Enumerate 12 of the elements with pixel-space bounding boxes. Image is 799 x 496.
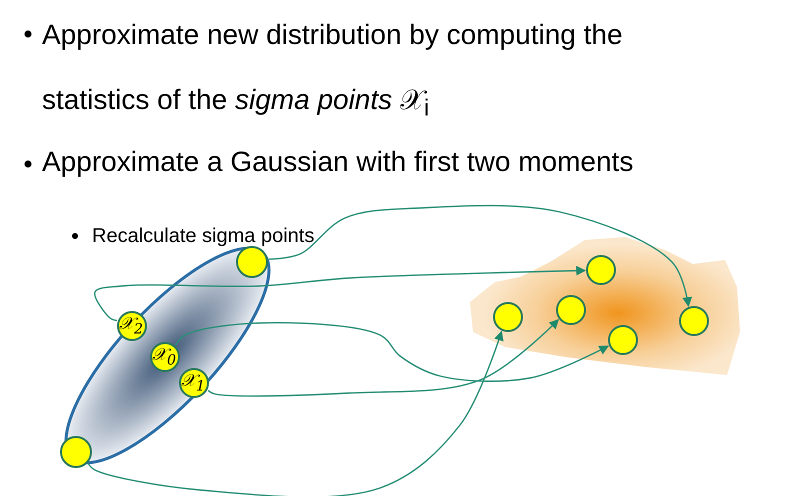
bullet-text: Recalculate sigma points	[92, 224, 316, 249]
point-label: 𝒳$_{2}$	[118, 314, 143, 338]
arrow	[88, 330, 504, 496]
arrow	[175, 322, 610, 382]
bullet-text: Approximate a Gaussian with first two moments	[42, 145, 634, 179]
point-label: 𝒳$_{0}$	[152, 345, 176, 369]
arrow	[268, 204, 692, 307]
arrow	[94, 266, 586, 322]
point-circle	[60, 436, 92, 468]
point-label: 𝒳$_{1}$	[180, 371, 205, 395]
arrow	[208, 319, 559, 397]
bullet-text: Approximate new distribution by computing the statistics of the sigma points 𝒳$_{i}$	[42, 18, 624, 123]
